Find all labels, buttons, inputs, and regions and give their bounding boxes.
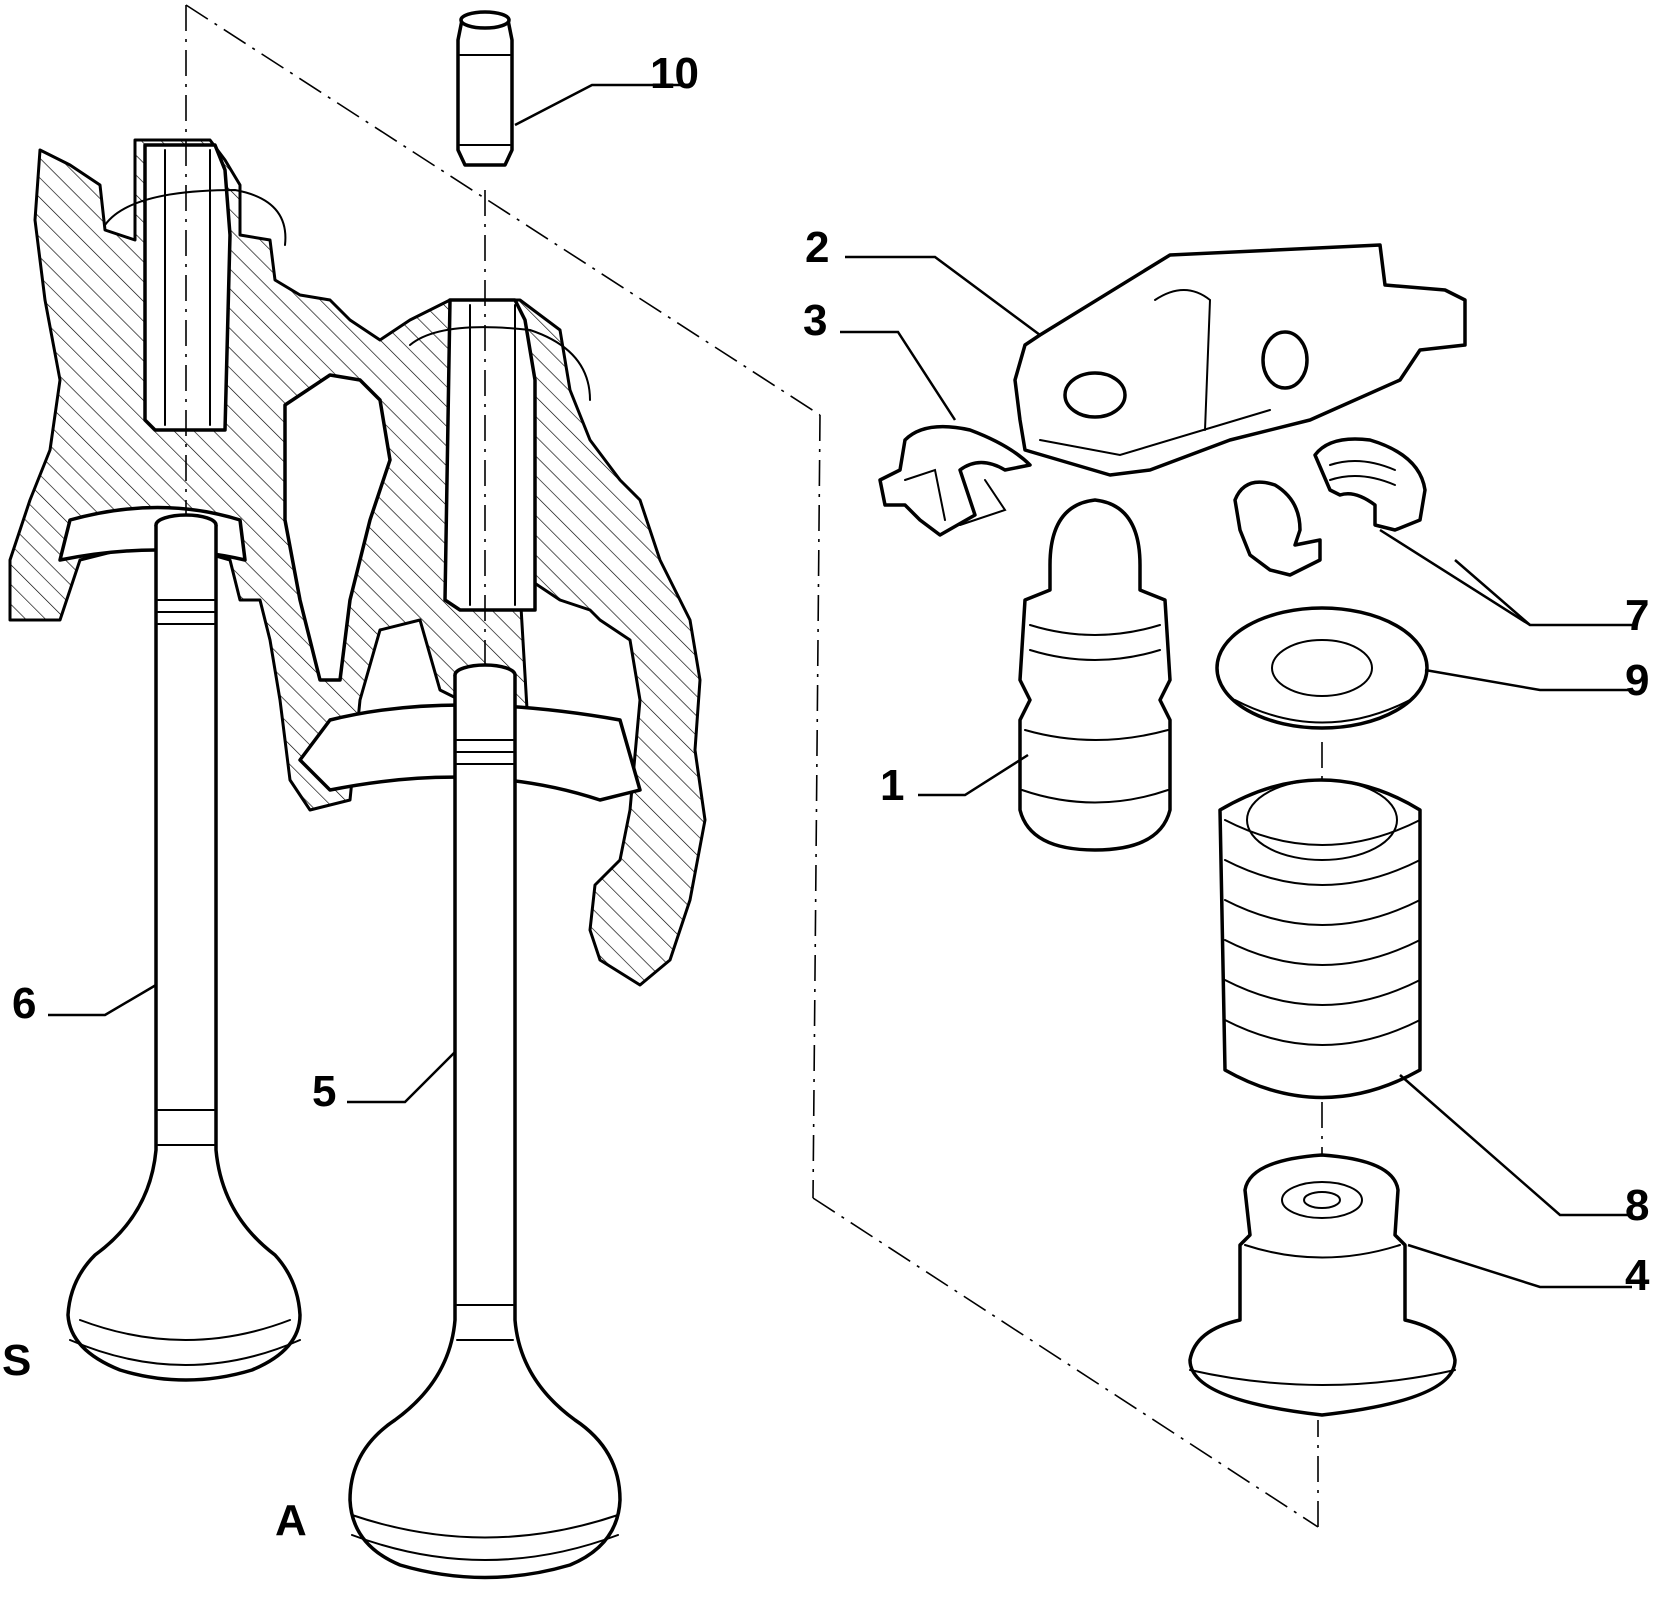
callout-9: 9	[1625, 656, 1649, 705]
rocker-arm	[1013, 243, 1467, 477]
callout-1: 1	[880, 761, 904, 810]
callout-10: 10	[650, 49, 699, 98]
exhaust-valve-label: A	[275, 1496, 307, 1545]
callout-6: 6	[12, 979, 36, 1028]
valve-keepers	[1233, 437, 1427, 577]
hydraulic-tappet	[1018, 498, 1172, 852]
callout-4: 4	[1625, 1251, 1650, 1300]
callout-2: 2	[805, 223, 829, 272]
intake-valve	[66, 513, 302, 1382]
cylinder-head-section	[8, 138, 707, 987]
callout-8: 8	[1625, 1181, 1649, 1230]
rocker-clip	[878, 424, 1032, 537]
valve-stem-seal	[1188, 1153, 1457, 1417]
valve-spring	[1218, 778, 1422, 1100]
callout-3: 3	[803, 296, 827, 345]
valve-guide	[456, 10, 514, 167]
callout-5: 5	[312, 1067, 336, 1116]
callout-7: 7	[1625, 591, 1649, 640]
callout-labels: 10 2 3 1 7 9 8 4 6 5 S A	[2, 49, 1650, 1545]
leader-lines	[48, 83, 1632, 1289]
intake-valve-label: S	[2, 1336, 31, 1385]
exhaust-valve	[348, 663, 622, 1580]
spring-retainer	[1215, 606, 1429, 730]
